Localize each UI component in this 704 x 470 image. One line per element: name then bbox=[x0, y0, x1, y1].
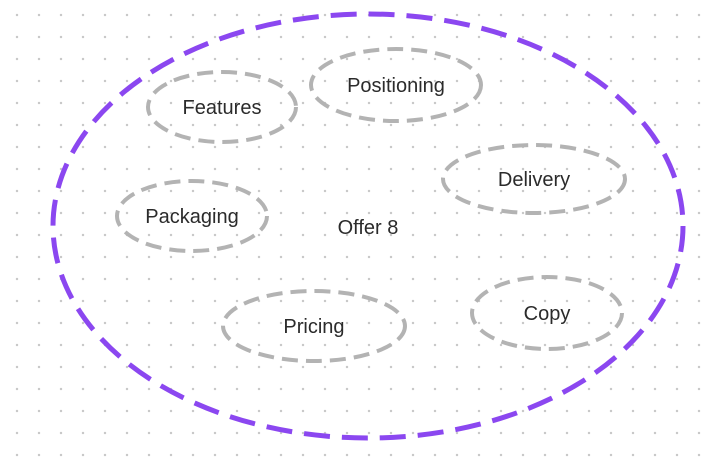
packaging-ellipse bbox=[115, 179, 269, 253]
copy-ellipse bbox=[470, 275, 624, 351]
node-copy[interactable]: Copy bbox=[470, 275, 624, 351]
node-positioning[interactable]: Positioning bbox=[309, 47, 483, 123]
features-ellipse bbox=[146, 70, 298, 144]
delivery-label: Delivery bbox=[498, 169, 570, 191]
node-packaging[interactable]: Packaging bbox=[115, 179, 269, 253]
offer-label: Offer 8 bbox=[338, 217, 399, 239]
offer-container-ellipse[interactable] bbox=[50, 11, 686, 441]
pricing-ellipse bbox=[221, 289, 407, 363]
copy-label: Copy bbox=[524, 303, 571, 325]
positioning-label: Positioning bbox=[347, 75, 445, 97]
packaging-label: Packaging bbox=[145, 206, 238, 228]
delivery-ellipse bbox=[441, 143, 627, 215]
node-features[interactable]: Features bbox=[146, 70, 298, 144]
positioning-ellipse bbox=[309, 47, 483, 123]
node-delivery[interactable]: Delivery bbox=[441, 143, 627, 215]
node-pricing[interactable]: Pricing bbox=[221, 289, 407, 363]
pricing-label: Pricing bbox=[283, 316, 344, 338]
features-label: Features bbox=[183, 97, 262, 119]
